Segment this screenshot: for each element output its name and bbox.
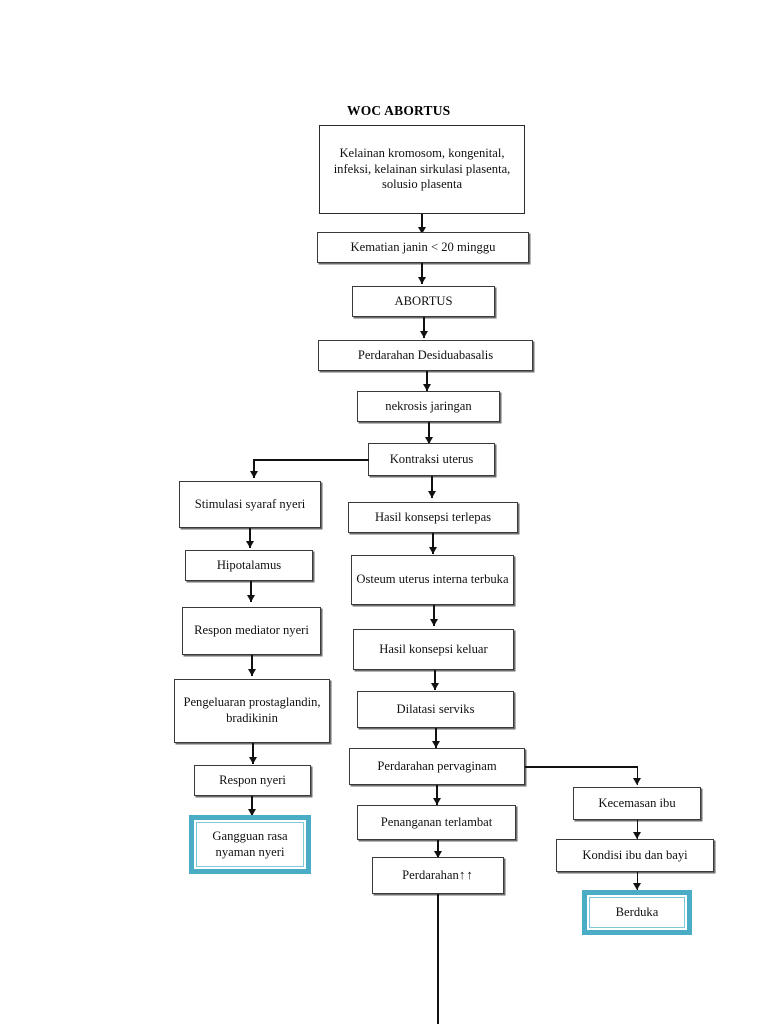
node-kematian-janin: Kematian janin < 20 minggu xyxy=(317,232,529,263)
edge-n5-n6 xyxy=(428,422,430,444)
edge-n2-n3 xyxy=(421,263,423,284)
node-label: ABORTUS xyxy=(394,293,453,308)
arrowhead-n20-n21 xyxy=(633,832,641,839)
edge-n13-n14 xyxy=(432,533,434,554)
node-label: Hasil konsepsi terlepas xyxy=(374,509,492,524)
edge-n6-n13 xyxy=(431,476,433,498)
node-label: Hipotalamus xyxy=(216,557,282,572)
node-label: Pengeluaran prostaglandin, bradikinin xyxy=(183,695,321,725)
edge-n6-n7-horizontal xyxy=(253,459,369,461)
arrowhead-n13-n14 xyxy=(428,547,437,554)
node-label: Penanganan terlambat xyxy=(380,814,493,829)
edge-n6-n7-vertical xyxy=(253,459,255,478)
node-label-text: Perdarahan xyxy=(402,868,459,883)
arrowhead-n18-n19 xyxy=(433,851,442,858)
node-perdarahan-pervaginam: Perdarahan pervaginam xyxy=(349,748,525,785)
node-label: Perdarahan pervaginam xyxy=(377,758,497,773)
arrowhead-n7-n8 xyxy=(245,541,254,548)
edge-n17-n18 xyxy=(436,785,438,805)
arrowhead-n17-n20 xyxy=(633,778,641,785)
arrowhead-n11-n12 xyxy=(247,809,256,816)
node-label: Hasil konsepsi keluar xyxy=(379,641,488,656)
edge-n18-n19 xyxy=(437,840,439,857)
node-hipotalamus: Hipotalamus xyxy=(185,550,313,581)
node-kondisi-ibu-dan-bayi: Kondisi ibu dan bayi xyxy=(556,839,714,872)
edge-n16-n17 xyxy=(435,728,437,748)
node-stimulasi-syaraf-nyeri: Stimulasi syaraf nyeri xyxy=(179,481,321,528)
arrowhead-n5-n6 xyxy=(424,437,433,444)
node-kecemasan-ibu: Kecemasan ibu xyxy=(573,787,701,820)
node-label: Dilatasi serviks xyxy=(396,701,475,716)
node-hasil-konsepsi-terlepas: Hasil konsepsi terlepas xyxy=(348,502,518,533)
edge-n8-n9 xyxy=(250,581,252,602)
arrowhead-n2-n3 xyxy=(417,277,426,284)
edge-n20-n21 xyxy=(636,820,639,839)
arrowhead-n1-n2 xyxy=(417,227,426,234)
increase-arrows-icon: ↑↑ xyxy=(458,867,474,883)
node-label: Gangguan rasa nyaman nyeri xyxy=(212,828,288,859)
arrowhead-n8-n9 xyxy=(246,595,255,602)
edge-n15-n16 xyxy=(434,670,436,690)
node-abortus: ABORTUS xyxy=(352,286,495,317)
node-nekrosis-jaringan: nekrosis jaringan xyxy=(357,391,500,422)
edge-n3-n4 xyxy=(423,317,425,338)
node-gangguan-rasa-nyaman-nyeri: Gangguan rasa nyaman nyeri xyxy=(188,814,312,875)
arrowhead-n6-n7 xyxy=(249,471,258,478)
arrowhead-n6-n13 xyxy=(427,491,436,498)
arrowhead-n21-n22 xyxy=(633,883,641,890)
node-dilatasi-serviks: Dilatasi serviks xyxy=(357,691,514,728)
node-kontraksi-uterus: Kontraksi uterus xyxy=(368,443,495,476)
node-label: Osteum uterus interna terbuka xyxy=(356,572,509,587)
node-berduka: Berduka xyxy=(581,889,693,936)
node-label: nekrosis jaringan xyxy=(385,398,472,413)
node-label: Stimulasi syaraf nyeri xyxy=(194,496,306,511)
edge-n14-n15 xyxy=(433,605,435,626)
edge-n7-n8 xyxy=(249,528,251,548)
edge-n9-n10 xyxy=(251,655,253,676)
node-kelainan-kromosom: Kelainan kromosom, kongenital, infeksi, … xyxy=(319,125,525,214)
arrowhead-n3-n4 xyxy=(419,331,428,338)
arrowhead-n9-n10 xyxy=(247,669,256,676)
node-label: Berduka xyxy=(615,904,659,919)
node-label: Kondisi ibu dan bayi xyxy=(582,847,688,862)
edge-n17-n20-horizontal xyxy=(525,766,638,768)
edge-n1-n2 xyxy=(421,214,423,234)
edge-n4-n5 xyxy=(426,371,428,391)
edge-n11-n12 xyxy=(251,796,253,816)
node-label: Respon nyeri xyxy=(219,772,286,787)
node-label: Perdarahan Desiduabasalis xyxy=(357,347,494,362)
node-penanganan-terlambat: Penanganan terlambat xyxy=(357,805,516,840)
arrowhead-n4-n5 xyxy=(422,384,431,391)
edge-n17-n20-vertical xyxy=(636,766,639,785)
node-label: Kecemasan ibu xyxy=(598,795,676,810)
arrowhead-n15-n16 xyxy=(430,683,439,690)
edge-n19-offpage xyxy=(437,894,439,1024)
node-label: Respon mediator nyeri xyxy=(194,623,309,638)
arrowhead-n10-n11 xyxy=(248,757,257,764)
node-pengeluaran-prostaglandin: Pengeluaran prostaglandin, bradikinin xyxy=(174,679,330,743)
node-perdarahan-meningkat: Perdarahan↑↑ xyxy=(372,857,504,894)
node-label: Perdarahan↑↑ xyxy=(377,867,499,884)
edge-n21-n22 xyxy=(636,872,639,890)
arrowhead-n17-n18 xyxy=(432,798,441,805)
node-respon-nyeri: Respon nyeri xyxy=(194,765,311,796)
node-hasil-konsepsi-keluar: Hasil konsepsi keluar xyxy=(353,629,514,670)
arrowhead-n14-n15 xyxy=(429,619,438,626)
node-respon-mediator-nyeri: Respon mediator nyeri xyxy=(182,607,321,655)
node-perdarahan-desiduabasalis: Perdarahan Desiduabasalis xyxy=(318,340,533,371)
edge-n10-n11 xyxy=(252,743,254,764)
node-osteum-uterus-interna-terbuka: Osteum uterus interna terbuka xyxy=(351,555,514,605)
page-title: WOC ABORTUS xyxy=(347,103,451,118)
node-label: Kematian janin < 20 minggu xyxy=(350,239,496,254)
node-label: Kelainan kromosom, kongenital, infeksi, … xyxy=(333,145,511,192)
arrowhead-n16-n17 xyxy=(431,741,440,748)
node-label: Kontraksi uterus xyxy=(389,451,474,466)
